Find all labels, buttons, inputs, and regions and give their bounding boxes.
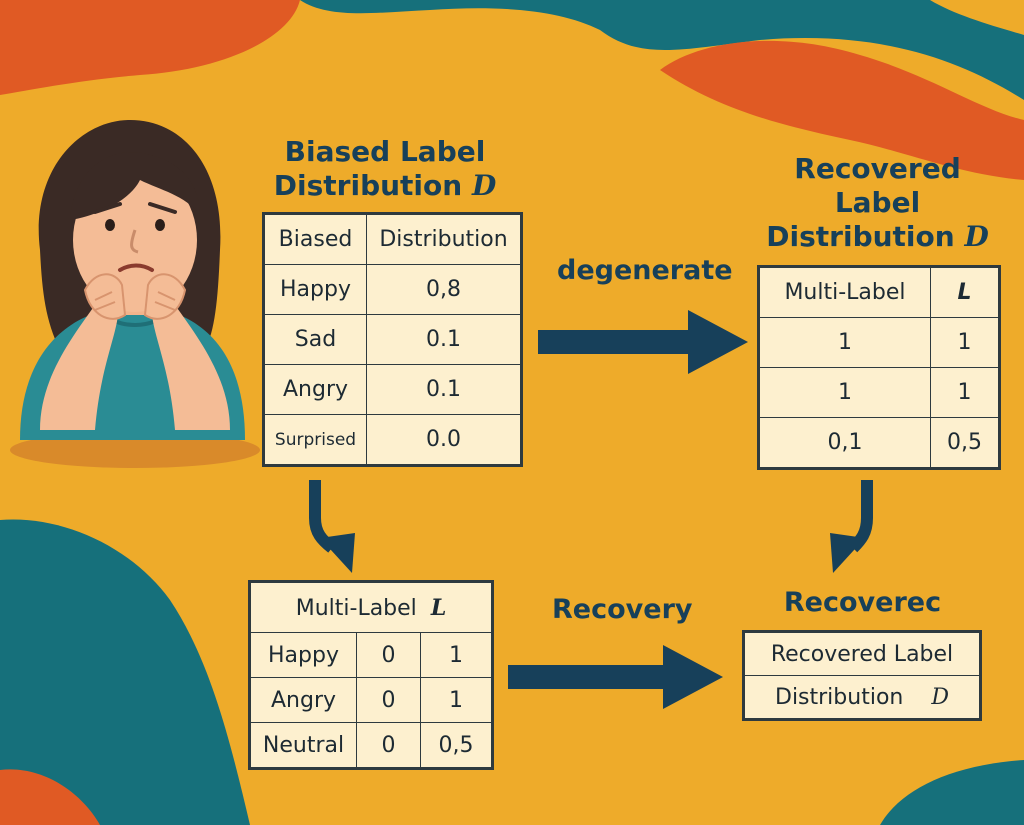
biased-title-word: Distribution — [273, 169, 463, 202]
value-cell: 0.1 — [366, 364, 522, 415]
recovered-multilabel-table: Multi-Label L 1 1 1 1 0,1 0,5 — [757, 265, 1001, 470]
biased-title-line1: Biased Label — [284, 135, 486, 168]
multilabel-header-symbol: L — [430, 594, 447, 621]
table-row: Sad 0.1 — [263, 314, 522, 365]
recovered-title-line3: Distribution D — [760, 220, 995, 254]
label-cell: Happy — [263, 264, 367, 315]
header-cell: Distribution — [366, 213, 522, 265]
label-cell: Angry — [263, 364, 367, 415]
arrow-right-icon — [508, 645, 723, 709]
table-row: Happy 0,8 — [263, 264, 522, 315]
recovered-title-word: Distribution — [766, 220, 955, 253]
value-cell: 1 — [419, 677, 494, 723]
header-cell: Multi-Label — [758, 266, 931, 318]
header-cell: Biased — [263, 213, 367, 265]
arrow-right-icon — [538, 310, 748, 374]
table-row: 1 1 — [758, 317, 1000, 368]
degenerate-label: degenerate — [557, 255, 733, 286]
recovered-row2-text: Distribution — [775, 684, 904, 710]
table-row: 1 1 — [758, 367, 1000, 418]
recovered-label-distribution-box: Recovered Label Distribution D — [742, 630, 982, 721]
recovered-bottom-title: Recoverec — [783, 587, 942, 618]
table-row: Surprised 0.0 — [263, 414, 522, 466]
table-row: Happy 0 1 — [249, 632, 494, 678]
recovery-label: Recovery — [552, 594, 693, 625]
value-cell: 0 — [356, 722, 421, 769]
multilabel-table: Multi-Label L Happy 0 1 Angry 0 1 Neutra… — [248, 580, 495, 770]
arrow-down-icon — [309, 480, 355, 573]
label-cell: Angry — [249, 677, 357, 723]
recovered-title-line2: Label — [834, 186, 921, 219]
value-cell: 0,5 — [930, 417, 1000, 469]
table-header-row: Multi-Label L — [248, 581, 494, 633]
value-cell: 1 — [419, 632, 494, 678]
biased-distribution-title: Biased Label Distribution D — [260, 135, 510, 203]
value-cell: Distribution D — [743, 675, 981, 720]
multilabel-header-text: Multi-Label — [295, 595, 417, 621]
recovered-title-line1: Recovered — [794, 152, 961, 185]
label-cell: Surprised — [263, 414, 367, 466]
recovered-row2-symbol: D — [931, 684, 949, 710]
worried-person-icon — [10, 120, 260, 468]
table-row: Distribution D — [743, 675, 981, 720]
value-cell: 0.1 — [366, 314, 522, 365]
table-row: Angry 0 1 — [249, 677, 494, 723]
biased-distribution-table: Biased Distribution Happy 0,8 Sad 0.1 An… — [262, 212, 523, 467]
table-row: Recovered Label — [743, 631, 981, 676]
value-cell: 1 — [758, 367, 931, 418]
value-cell: 1 — [758, 317, 931, 368]
table-header-row: Multi-Label L — [758, 266, 1000, 318]
arrow-down-icon — [830, 480, 873, 573]
multilabel-header: Multi-Label L — [248, 581, 494, 633]
value-cell: 0.0 — [366, 414, 522, 466]
value-cell: 0 — [356, 677, 421, 723]
table-row: 0,1 0,5 — [758, 417, 1000, 469]
value-cell: 1 — [930, 367, 1000, 418]
value-cell: 0,8 — [366, 264, 522, 315]
label-cell: Sad — [263, 314, 367, 365]
value-cell: 1 — [930, 317, 1000, 368]
label-cell: Neutral — [249, 722, 357, 769]
table-row: Angry 0.1 — [263, 364, 522, 415]
recovered-distribution-title: Recovered Label Distribution D — [760, 152, 995, 254]
header-symbol-cell: L — [930, 266, 1000, 318]
value-cell: 0 — [356, 632, 421, 678]
value-cell: 0,5 — [419, 722, 494, 769]
value-cell: 0,1 — [758, 417, 931, 469]
table-header-row: Biased Distribution — [263, 213, 522, 265]
value-cell: Recovered Label — [743, 631, 981, 676]
table-row: Neutral 0 0,5 — [249, 722, 494, 769]
label-cell: Happy — [249, 632, 357, 678]
biased-title-symbol: D — [471, 169, 497, 202]
biased-title-line2: Distribution D — [260, 169, 510, 203]
recovered-title-symbol: D — [964, 220, 989, 253]
